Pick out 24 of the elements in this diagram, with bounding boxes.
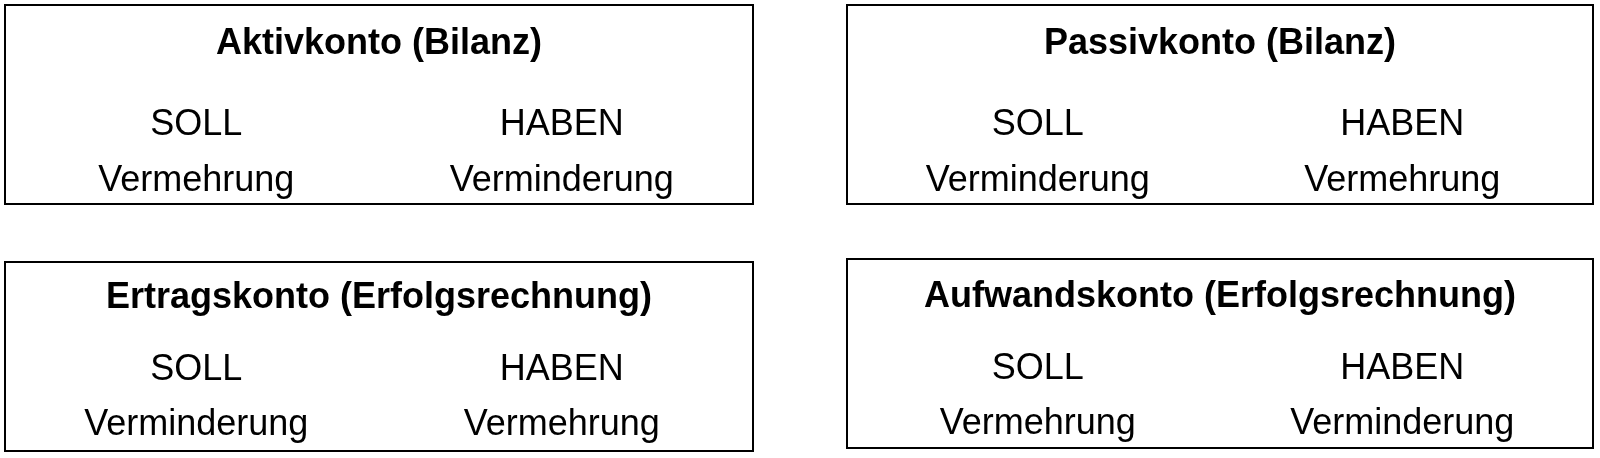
column-heading: HABEN: [1340, 347, 1465, 387]
account-box: [4, 261, 754, 452]
column-entry: Verminderung: [449, 159, 674, 199]
account-box: [846, 4, 1594, 205]
account-heading: Aktivkonto (Bilanz): [216, 22, 542, 62]
account-box: [4, 4, 754, 205]
column-heading: SOLL: [150, 348, 243, 388]
column-heading: HABEN: [1340, 103, 1465, 143]
column-heading: HABEN: [499, 348, 624, 388]
column-heading: SOLL: [991, 103, 1084, 143]
column-entry: Verminderung: [925, 159, 1150, 199]
column-entry: Verminderung: [1290, 402, 1515, 442]
account-box: [846, 258, 1594, 449]
column-entry: Vermehrung: [463, 403, 660, 443]
account-heading: Aufwandskonto (Erfolgsrechnung): [924, 275, 1516, 315]
column-entry: Verminderung: [84, 403, 309, 443]
account-heading: Ertragskonto (Erfolgsrechnung): [106, 276, 652, 316]
account-heading: Passivkonto (Bilanz): [1043, 22, 1397, 62]
column-entry: Vermehrung: [939, 402, 1136, 442]
column-entry: Vermehrung: [98, 159, 295, 199]
column-entry: Vermehrung: [1304, 159, 1501, 199]
column-heading: SOLL: [150, 103, 243, 143]
column-heading: SOLL: [991, 347, 1084, 387]
column-heading: HABEN: [499, 103, 624, 143]
